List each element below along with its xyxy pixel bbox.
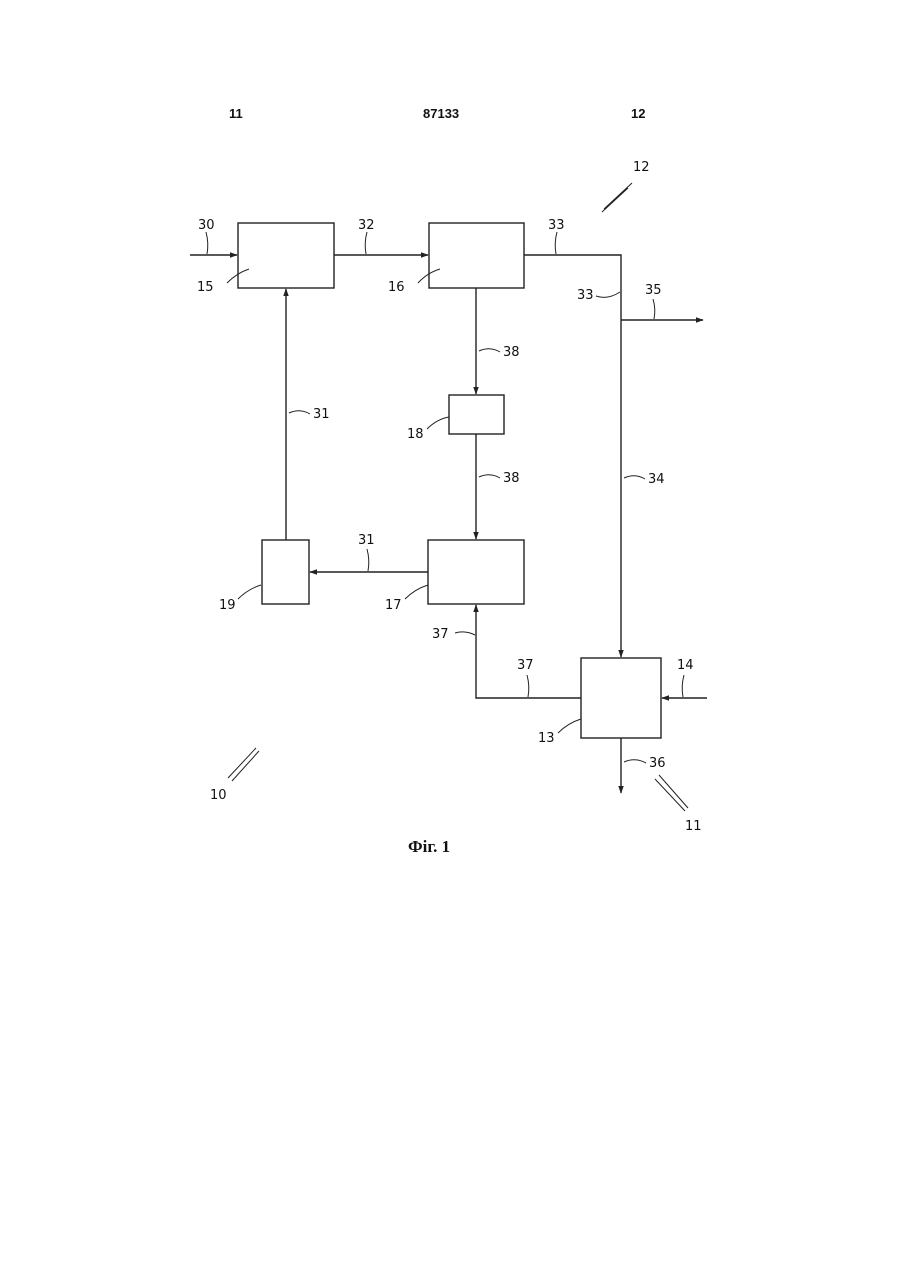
leader-38a [479, 349, 500, 352]
leader-19 [238, 585, 261, 599]
label-ref-11: 11 [685, 819, 702, 834]
figure-caption: Фіг. 1 [408, 837, 450, 856]
label-ref-12: 12 [633, 160, 650, 175]
leader-31b [367, 549, 369, 571]
leader-37b [527, 675, 529, 697]
label-stream-37a: 37 [432, 627, 449, 642]
leader-37a [455, 632, 475, 635]
label-block-17: 17 [385, 598, 402, 613]
ref-arrow-10 [228, 748, 259, 781]
leader-34 [624, 476, 645, 479]
leader-33 [555, 232, 557, 254]
leader-30 [206, 232, 208, 254]
label-stream-36: 36 [649, 756, 666, 771]
label-ref-10: 10 [210, 788, 227, 803]
block-13 [581, 658, 661, 738]
label-block-16: 16 [388, 280, 405, 295]
label-stream-38b: 38 [503, 471, 520, 486]
leader-35 [653, 299, 655, 319]
label-stream-38a: 38 [503, 345, 520, 360]
label-stream-33b: 33 [577, 288, 594, 303]
ref-arrow-12 [602, 183, 632, 212]
label-stream-32: 32 [358, 218, 375, 233]
leader-13 [558, 719, 581, 733]
block-17 [428, 540, 524, 604]
label-stream-31a: 31 [313, 407, 330, 422]
leader-36 [624, 760, 646, 763]
leader-31a [289, 411, 310, 414]
label-stream-37b: 37 [517, 658, 534, 673]
leader-38b [479, 475, 500, 478]
label-stream-14: 14 [677, 658, 694, 673]
leader-32 [365, 232, 367, 254]
label-stream-33: 33 [548, 218, 565, 233]
block-19 [262, 540, 309, 604]
leader-17 [405, 585, 428, 599]
ref-arrow-11 [655, 775, 688, 811]
stream-33-34-arrow [524, 255, 621, 657]
leader-18 [427, 417, 449, 429]
label-block-13: 13 [538, 731, 555, 746]
label-stream-34: 34 [648, 472, 665, 487]
label-stream-31b: 31 [358, 533, 375, 548]
label-block-15: 15 [197, 280, 214, 295]
label-stream-30: 30 [198, 218, 215, 233]
block-15 [238, 223, 334, 288]
label-block-19: 19 [219, 598, 236, 613]
block-18 [449, 395, 504, 434]
label-block-18: 18 [407, 427, 424, 442]
leader-14 [682, 675, 684, 697]
block-16 [429, 223, 524, 288]
leader-33b [596, 292, 620, 297]
label-stream-35: 35 [645, 283, 662, 298]
